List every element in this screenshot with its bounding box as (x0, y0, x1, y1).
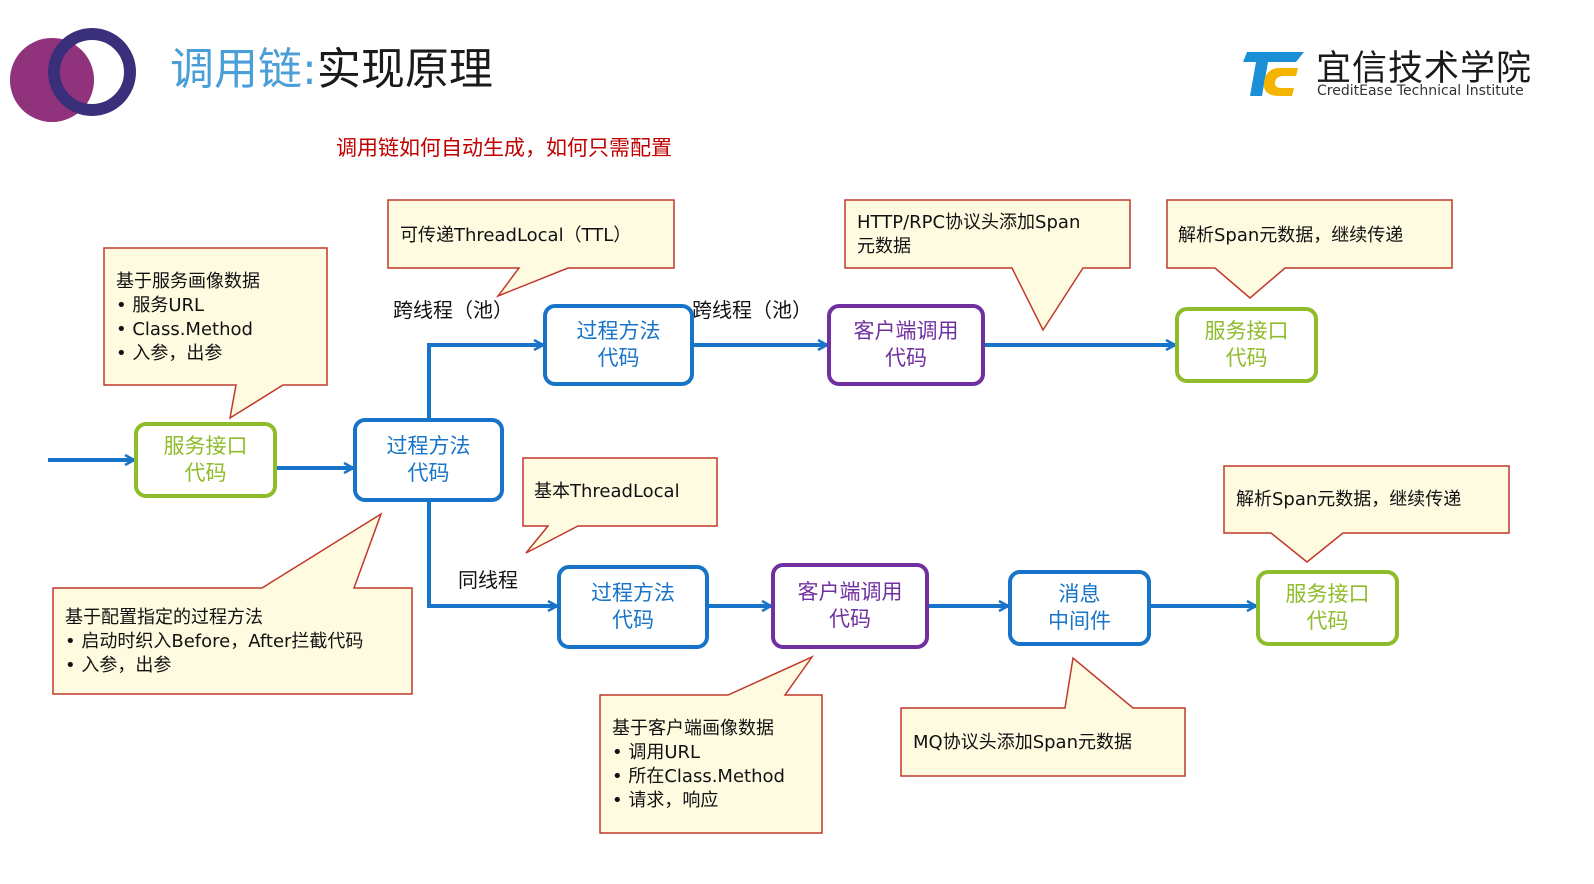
edge-label-cross-thread-2: 跨线程（池） (692, 298, 812, 322)
node-service-bottom: 服务接口 代码 (1256, 570, 1399, 646)
callout-bullet: 入参，出参 (65, 654, 363, 678)
node-label: 代码 (1225, 346, 1268, 370)
callout-service-profile: 基于服务画像数据 服务URL Class.Method 入参，出参 (116, 270, 260, 366)
title-main: 调用链: (170, 44, 317, 95)
node-process-top: 过程方法 代码 (543, 304, 694, 386)
node-label: 客户端调用 (853, 319, 959, 343)
page-subtitle: 调用链如何自动生成，如何只需配置 (336, 136, 672, 160)
callout-config-method: 基于配置指定的过程方法 启动时织入Before，After拦截代码 入参，出参 (65, 606, 363, 678)
node-label: 服务接口 (163, 434, 248, 458)
callout-heading: MQ协议头添加Span元数据 (913, 732, 1132, 753)
node-label: 代码 (885, 346, 927, 370)
circles-logo-icon (10, 28, 136, 122)
node-label: 代码 (1306, 609, 1349, 633)
callout-mq-header: MQ协议头添加Span元数据 (913, 731, 1132, 755)
node-label: 代码 (829, 607, 871, 631)
node-label: 代码 (612, 608, 654, 632)
callout-ttl: 可传递ThreadLocal（TTL） (400, 224, 631, 248)
node-service-top: 服务接口 代码 (1175, 307, 1318, 383)
callout-heading: 基本ThreadLocal (534, 481, 680, 502)
title-sub: 实现原理 (316, 44, 493, 95)
brand-name-en: CreditEase Technical Institute (1317, 83, 1524, 99)
callout-bullet: 入参，出参 (116, 342, 260, 366)
page-title: 调用链:实现原理 (170, 40, 493, 100)
callout-bullet: 服务URL (116, 294, 260, 318)
node-message-middleware: 消息 中间件 (1008, 570, 1151, 646)
node-label: 过程方法 (576, 319, 661, 343)
arrows (48, 345, 1256, 606)
node-process-bottom: 过程方法 代码 (557, 565, 709, 649)
callout-bullet: 启动时织入Before，After拦截代码 (65, 630, 363, 654)
node-label: 过程方法 (386, 434, 471, 458)
callout-bullet: 调用URL (612, 741, 785, 765)
node-label: 服务接口 (1204, 319, 1289, 343)
callout-heading: 基于服务画像数据 (116, 271, 260, 292)
edge-label-same-thread: 同线程 (458, 568, 518, 592)
node-label: 服务接口 (1285, 582, 1370, 606)
callout-heading: 解析Span元数据，继续传递 (1178, 225, 1404, 246)
brand-name-cn: 宜信技术学院 (1316, 49, 1533, 89)
node-label: 中间件 (1048, 609, 1111, 633)
callout-heading: 可传递ThreadLocal（TTL） (400, 225, 632, 246)
callout-client-profile: 基于客户端画像数据 调用URL 所在Class.Method 请求，响应 (612, 717, 785, 813)
callout-basic-threadlocal: 基本ThreadLocal (534, 480, 680, 504)
node-client-top: 客户端调用 代码 (827, 304, 985, 386)
callout-bullet: 所在Class.Method (612, 765, 785, 789)
callout-bullet: Class.Method (116, 318, 260, 342)
edge-label-cross-thread-1: 跨线程（池） (393, 298, 513, 322)
node-label: 代码 (407, 461, 450, 485)
node-label: 代码 (597, 346, 640, 370)
node-label: 代码 (184, 461, 227, 485)
tc-logo-icon (1243, 52, 1304, 96)
callout-http-rpc: HTTP/RPC协议头添加Span 元数据 (857, 211, 1080, 259)
node-label: 消息 (1058, 582, 1101, 606)
node-label: 客户端调用 (797, 580, 903, 604)
callout-heading: 解析Span元数据，继续传递 (1236, 489, 1462, 510)
callout-bullet: 请求，响应 (612, 789, 785, 813)
callout-heading: 基于配置指定的过程方法 (65, 607, 263, 628)
callout-parse-top: 解析Span元数据，继续传递 (1178, 224, 1403, 248)
node-service-entry: 服务接口 代码 (134, 422, 277, 498)
callout-heading: 基于客户端画像数据 (612, 718, 774, 739)
callout-line2: 元数据 (857, 236, 911, 257)
node-client-bottom: 客户端调用 代码 (771, 563, 929, 649)
callout-heading: HTTP/RPC协议头添加Span (857, 212, 1081, 233)
node-process-main: 过程方法 代码 (353, 418, 504, 502)
node-label: 过程方法 (591, 581, 675, 605)
callout-parse-bottom: 解析Span元数据，继续传递 (1236, 488, 1461, 512)
